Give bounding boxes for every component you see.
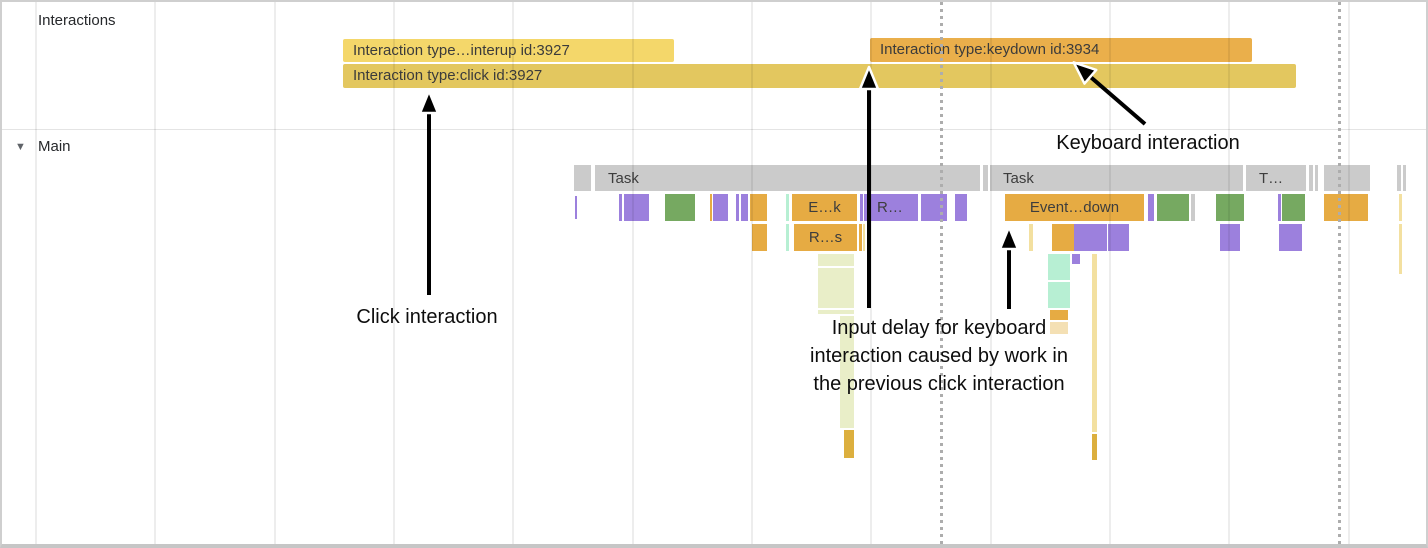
timeline-gridline [154, 2, 156, 544]
flame-block[interactable] [713, 194, 728, 221]
track-separator [2, 129, 1426, 130]
flame-block[interactable] [1092, 254, 1097, 432]
interaction-bar-pointerup[interactable]: Interaction type…interup id:3927 [343, 39, 674, 62]
flame-block[interactable] [1029, 224, 1033, 251]
flame-block[interactable] [863, 224, 865, 251]
flame-block[interactable] [1282, 194, 1305, 221]
flame-block[interactable] [736, 194, 739, 221]
input-delay-label: Input delay for keyboard interaction cau… [810, 317, 1068, 395]
flame-block[interactable] [859, 224, 862, 251]
flame-block[interactable] [1092, 434, 1097, 460]
flame-block[interactable] [818, 254, 854, 266]
flame-block[interactable] [818, 310, 854, 314]
flame-block[interactable] [1397, 165, 1401, 191]
flame-block[interactable] [786, 194, 789, 221]
flame-block[interactable] [1399, 194, 1402, 221]
flame-block[interactable] [844, 430, 854, 458]
flame-block[interactable] [1191, 194, 1195, 221]
flame-block[interactable] [710, 194, 712, 221]
flame-block[interactable] [983, 165, 988, 191]
flame-block[interactable] [840, 316, 854, 428]
flame-block[interactable]: T… [1246, 165, 1306, 191]
timeline-gridline [1348, 2, 1350, 544]
flame-block[interactable] [786, 224, 789, 251]
keyboard-interaction-label: Keyboard interaction [1056, 132, 1240, 154]
timeline-gridline [274, 2, 276, 544]
flame-block[interactable] [1324, 194, 1368, 221]
flame-block[interactable] [921, 194, 947, 221]
flame-block[interactable] [574, 165, 591, 191]
flame-block[interactable]: Task [990, 165, 1243, 191]
flame-block[interactable] [955, 194, 967, 221]
flame-block[interactable] [624, 194, 649, 221]
dotted-marker-line [1338, 2, 1341, 544]
flame-block[interactable] [1074, 224, 1107, 251]
flame-block[interactable] [1108, 224, 1129, 251]
interactions-track-label: Interactions [38, 12, 116, 29]
flame-block[interactable] [1148, 194, 1154, 221]
flame-block[interactable] [741, 194, 748, 221]
click-interaction-label: Click interaction [356, 306, 498, 328]
flame-block[interactable] [1315, 165, 1318, 191]
flame-block[interactable]: R…s [794, 224, 857, 251]
flame-block[interactable] [619, 194, 622, 221]
flame-block[interactable] [1048, 282, 1070, 308]
interaction-bar-keydown[interactable]: Interaction type:keydown id:3934 [870, 38, 1252, 62]
flame-block[interactable]: R… [864, 194, 918, 221]
flame-block[interactable] [860, 194, 863, 221]
flame-block[interactable] [752, 224, 767, 251]
flame-block[interactable] [1050, 310, 1068, 320]
flame-block[interactable] [1399, 224, 1402, 274]
flame-block[interactable] [1309, 165, 1313, 191]
main-track-label: Main [38, 138, 71, 155]
flame-block[interactable] [1157, 194, 1189, 221]
flame-block[interactable] [1050, 322, 1068, 334]
timeline-gridline [35, 2, 37, 544]
flame-block[interactable]: Task [595, 165, 980, 191]
flame-block[interactable] [1403, 165, 1406, 191]
collapse-triangle-icon[interactable]: ▼ [15, 141, 26, 153]
flame-block[interactable] [575, 196, 577, 219]
flame-block[interactable] [1048, 254, 1070, 280]
flame-block[interactable]: Event…down [1005, 194, 1144, 221]
flame-block[interactable] [1278, 194, 1281, 221]
flame-block[interactable] [665, 194, 695, 221]
flame-block[interactable] [1052, 224, 1074, 251]
flame-block[interactable] [1324, 165, 1370, 191]
interaction-bar-click[interactable]: Interaction type:click id:3927 [343, 64, 1296, 88]
flame-block[interactable] [750, 194, 767, 221]
flame-block[interactable] [818, 268, 854, 308]
flame-block[interactable] [1220, 224, 1240, 251]
flame-block[interactable]: E…k [792, 194, 857, 221]
flame-block[interactable] [1216, 194, 1244, 221]
flame-block[interactable] [1072, 254, 1080, 264]
flame-block[interactable] [1279, 224, 1302, 251]
